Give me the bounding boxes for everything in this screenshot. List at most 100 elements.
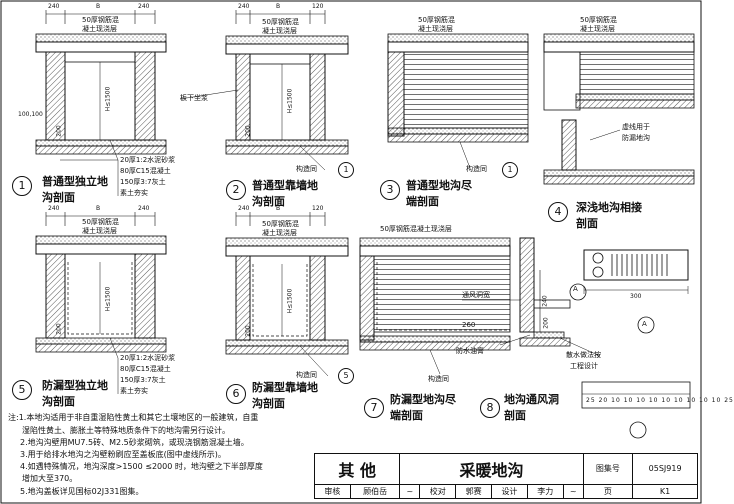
d8-reinforce-2: 工程设计: [570, 362, 598, 370]
note-line-4: 3.用于给排水地沟之沟壁粉刷应至盖板底(图中虚线所示)。: [20, 450, 226, 459]
d2-dim-b: B: [276, 3, 281, 10]
d8-dim-11: 10: [711, 397, 722, 404]
d3-ref-number: 1: [502, 162, 518, 178]
d7-caption-1: 防漏型地沟尽: [390, 393, 456, 406]
d3-number: 3: [380, 180, 400, 200]
d8-dim-10: 10: [699, 397, 709, 404]
design-label: 设计: [491, 483, 528, 500]
d5-dim-left: 240: [48, 205, 60, 212]
d2-number: 2: [226, 180, 246, 200]
d8-dim-row: 25 20 10 10 10 10 10 10 10 10 10 25: [586, 398, 734, 404]
d8-dim-12: 25: [724, 397, 734, 404]
drawing-7: [359, 237, 511, 375]
d4-top-note-1: 50厚钢筋混: [580, 16, 617, 24]
d8-dim-4: 10: [623, 397, 634, 404]
d1-number: 1: [12, 176, 32, 196]
d1-top-note-1: 50厚钢筋混: [82, 16, 119, 24]
d3-ref-text: 构造同: [466, 165, 487, 173]
d8-waterproof: 防水油膏: [456, 347, 484, 355]
d1-dim-left: 240: [48, 3, 60, 10]
d8-dim-7: 10: [661, 397, 672, 404]
title-main: 采暖地沟: [399, 453, 584, 485]
d8-dim-3: 10: [611, 397, 621, 404]
d1-top-note-2: 凝土现浇层: [82, 25, 117, 33]
d5-layer-1: 20厚1:2水泥砂浆: [120, 354, 176, 362]
d4-caption-2: 剖面: [576, 217, 598, 230]
d3-top-note-2: 凝土现浇层: [418, 25, 453, 33]
d5-caption-2: 沟剖面: [42, 395, 75, 408]
drawing-6: [225, 212, 349, 377]
d8-dim-5: 10: [636, 397, 646, 404]
d1-caption-2: 沟剖面: [42, 191, 75, 204]
d5-dim-b: B: [96, 205, 101, 212]
page-number: K1: [632, 483, 698, 500]
drawing-5: [35, 212, 167, 394]
d4-leader-1: 虚线用于: [622, 123, 650, 131]
d5-caption-1: 防漏型独立地: [42, 379, 108, 392]
drawing-8: [462, 237, 691, 439]
designer-name: 李力: [526, 483, 564, 500]
d8-dim-9: 10: [686, 397, 697, 404]
d2-top-note-2: 凝土现浇层: [262, 27, 297, 35]
d8-reinforce-1: 散水做法按: [566, 351, 601, 359]
d4-leader-2: 防漏地沟: [622, 134, 650, 142]
d5-dim-right: 240: [138, 205, 150, 212]
d1-dim-200: 200: [55, 125, 63, 137]
designer-signature: ~: [562, 483, 584, 500]
d6-ref-number: 5: [338, 368, 354, 384]
d2-dim-200: 200: [244, 125, 252, 137]
d6-top-note-1: 50厚钢筋混: [262, 220, 299, 228]
title-category: 其 他: [313, 453, 401, 485]
d1-layer-4: 素土夯实: [120, 189, 148, 197]
title-block: 其 他 采暖地沟 图集号 05SJ919 审核 顾伯岳 ~ 校对 郭赛 设计 李…: [313, 453, 698, 500]
d6-dim-left: 240: [238, 205, 250, 212]
d7-top-note: 50厚钢筋混凝土现浇层: [380, 225, 452, 233]
d2-dim-left: 240: [238, 3, 250, 10]
d8-dim-2: 20: [598, 397, 609, 404]
d2-ref-text: 构造同: [296, 165, 317, 173]
d2-ref-number: 1: [338, 162, 354, 178]
d5-top-note-2: 凝土现浇层: [82, 227, 117, 235]
d4-caption-1: 深浅地沟相接: [576, 201, 642, 214]
d8-dim-200: 200: [542, 317, 550, 329]
d8-caption-1: 地沟通风洞: [504, 393, 559, 406]
d1-layer-2: 80厚C15混凝土: [120, 167, 171, 175]
note-line-5: 4.如遇特殊情况，地沟深度>1500 ≤2000 时，地沟壁之下半部厚度: [20, 462, 263, 471]
d7-number: 7: [364, 398, 384, 418]
d8-number: 8: [480, 398, 500, 418]
d1-dim-b: B: [96, 3, 101, 10]
note-line-7: 5.地沟盖板详见国标02J331图集。: [20, 487, 144, 496]
d6-number: 6: [226, 384, 246, 404]
d8-dim-8: 10: [673, 397, 684, 404]
d1-height: H≤1500: [104, 86, 112, 112]
d5-layer-2: 80厚C15混凝土: [120, 365, 171, 373]
d8-detail-a: A: [642, 320, 647, 328]
d8-dim-6: 10: [648, 397, 659, 404]
d5-dim-200: 200: [55, 323, 63, 335]
checker-name: 郭赛: [455, 483, 493, 500]
d7-ref-text: 构造同: [428, 375, 449, 383]
note-line-1: 注:1.本地沟适用于非自重湿陷性黄土和其它土壤地区的一般建筑，自重: [8, 413, 259, 422]
d4-top-note-2: 凝土现浇层: [580, 25, 615, 33]
d8-dim-1: 25: [586, 397, 596, 404]
d6-dim-200: 200: [244, 325, 252, 337]
d8-vent-label: 通风洞宽: [462, 291, 490, 299]
d8-dim-300: 300: [630, 293, 642, 300]
note-line-2: 湿陷性黄土、膨胀土等特殊地质条件下的地沟需另行设计。: [22, 426, 230, 435]
d1-caption-1: 普通型独立地: [42, 175, 108, 188]
d8-vent-width: 260: [462, 321, 476, 329]
atlas-number: 05SJ919: [632, 453, 698, 485]
reviewer-signature: ~: [399, 483, 421, 500]
d5-number: 5: [12, 380, 32, 400]
d2-caption-1: 普通型靠墙地: [252, 179, 318, 192]
d5-layer-3: 150厚3:7灰土: [120, 376, 166, 384]
d4-number: 4: [548, 202, 568, 222]
d5-layer-4: 素土夯实: [120, 387, 148, 395]
drawing-sheet: [0, 0, 702, 504]
d1-dim-right: 240: [138, 3, 150, 10]
d6-dim-b: B: [276, 205, 281, 212]
d6-caption-1: 防漏型靠墙地: [252, 381, 318, 394]
d8-caption-2: 剖面: [504, 409, 526, 422]
d2-dim-right: 120: [312, 3, 324, 10]
d2-height: H≤1500: [286, 88, 294, 114]
